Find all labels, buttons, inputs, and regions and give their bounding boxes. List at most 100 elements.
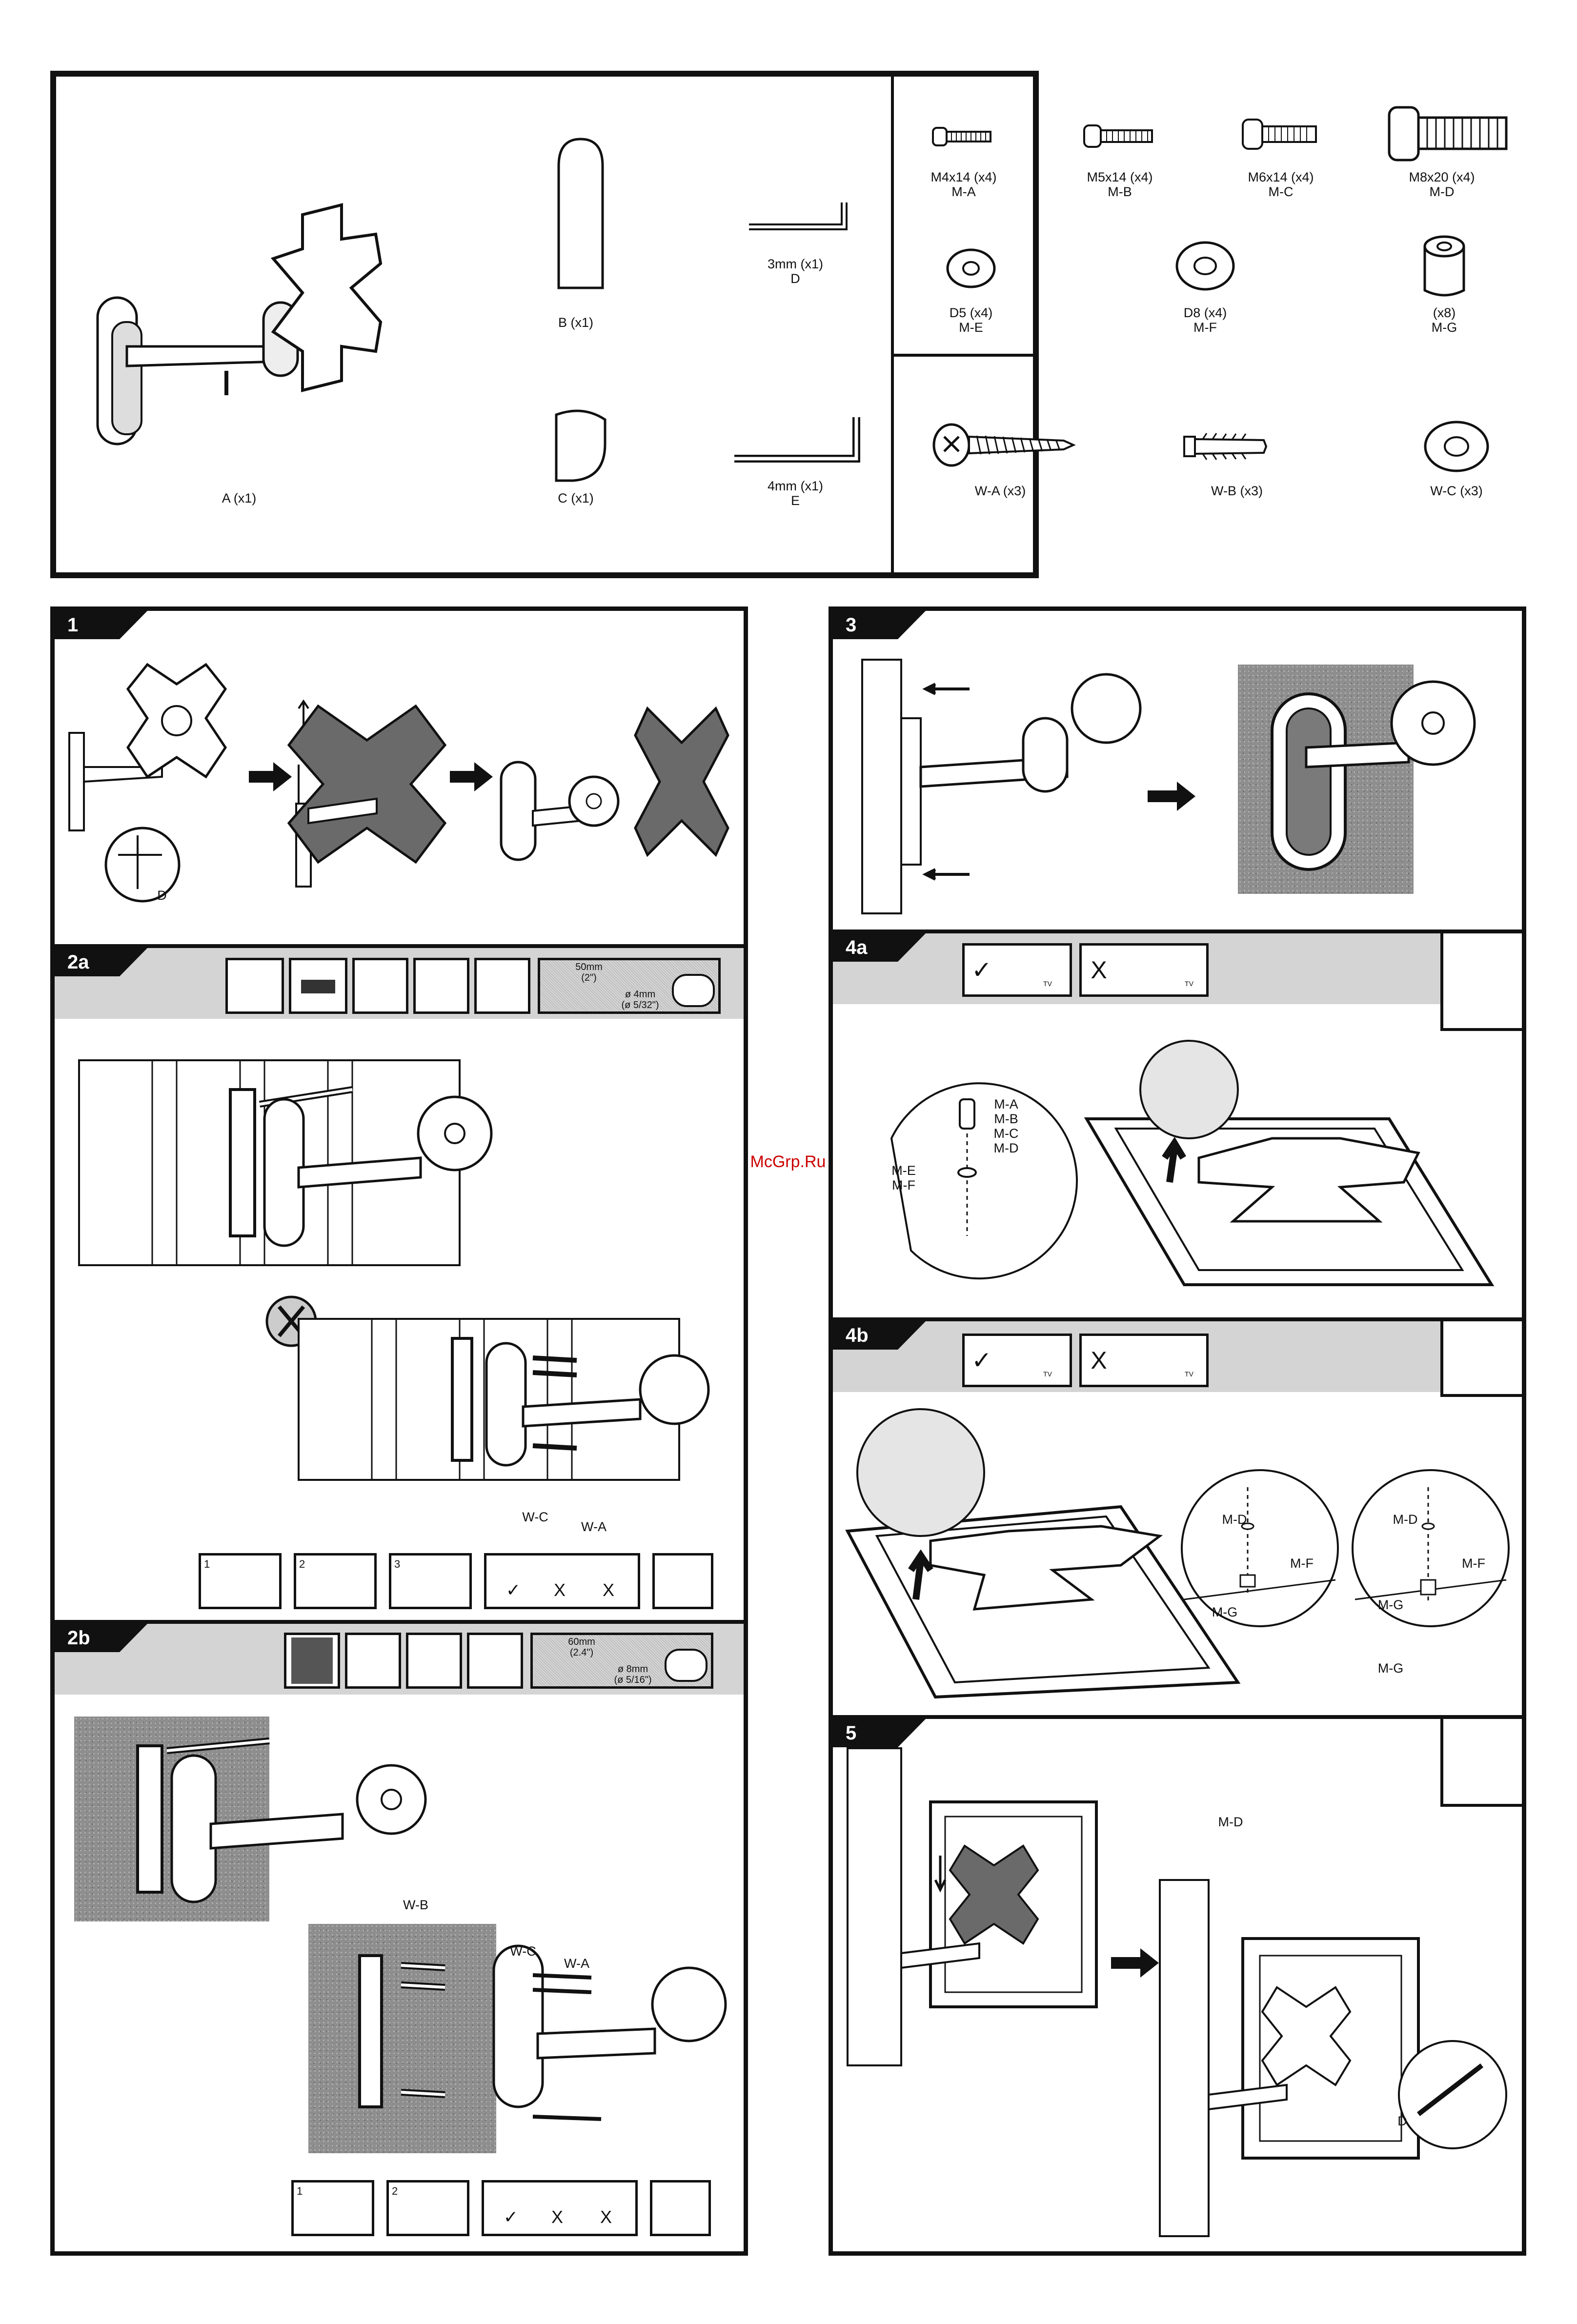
level-bad-mark-2: X — [602, 1580, 614, 1600]
screw-mb-id: M-B — [1108, 184, 1132, 199]
tv-label-2: TV — [1185, 980, 1193, 988]
drill-depth-mm-2: 60mm — [568, 1637, 595, 1647]
screw-mc-drawing — [1242, 119, 1317, 150]
drill-depth-in-2: (2.4") — [569, 1647, 594, 1658]
step-4a-label-ma: M-A — [994, 1097, 1018, 1111]
tv-label: TV — [1043, 980, 1052, 988]
step-2b-level-check: ✓ X X — [482, 2180, 638, 2236]
parts-divider-vertical — [891, 77, 894, 572]
screw-mb-drawing — [1083, 124, 1153, 148]
left-divider-1 — [55, 944, 744, 948]
step-2b-section: 2b 60mm (2.4") ø 8mm (ø 5/16") W-B W-C W… — [55, 1624, 744, 2251]
tv-label-3: TV — [1043, 1370, 1052, 1378]
right-divider-2 — [833, 1317, 1522, 1321]
screw-mc-size: M6x14 (x4) — [1248, 170, 1314, 184]
step-4b-tv-with-plate — [845, 1408, 1241, 1699]
step-2a-sub-1: 1 — [199, 1553, 282, 1609]
wood-screw-wa-label: W-A (x3) — [974, 484, 1026, 498]
screw-ma-drawing — [932, 127, 991, 146]
step-1-section: 1 D — [55, 611, 744, 944]
level-bad-mark-3: X — [551, 2207, 563, 2227]
watermark-text: McGrp.Ru — [750, 1152, 826, 1171]
step-1-bracket-with-plate — [68, 663, 227, 903]
step-4a-screwdriver-icon — [1440, 933, 1522, 1031]
tool-screwdriver-icon-2 — [406, 1633, 462, 1689]
step-2a-sub-3: 3 — [389, 1553, 472, 1609]
step-4b-label-mg-c: M-G — [1377, 1661, 1404, 1676]
correct-mark: ✓ — [971, 956, 992, 984]
screw-md-drawing — [1388, 106, 1508, 162]
drill-bit-mm: ø 4mm — [625, 989, 656, 1000]
step-3-section: 3 — [833, 611, 1522, 930]
step-2b-drill-tighten — [650, 2180, 711, 2236]
tool-screwdriver-icon — [413, 958, 469, 1014]
step-4b-label-mg-a: M-G — [1212, 1605, 1238, 1619]
step-4a-section: 4a ✓ TV X TV M-A M-B M-C M-D M-E M-F — [833, 933, 1522, 1317]
tool-pencil-icon — [352, 958, 408, 1014]
step-3-bracket-side-view — [861, 659, 1142, 914]
left-divider-2 — [55, 1620, 744, 1624]
step-4b-label-mf-a: M-F — [1290, 1556, 1314, 1571]
spacer-mg-size: (x8) — [1433, 305, 1456, 320]
washer-mf-id: M-F — [1193, 320, 1217, 335]
spacer-c-label: C (x1) — [558, 491, 594, 505]
step-4b-number: 4b — [833, 1321, 926, 1350]
spacer-b-drawing — [557, 138, 604, 289]
screw-md-size: M8x20 (x4) — [1409, 170, 1475, 184]
step-4b-label-mg-b: M-G — [1377, 1597, 1404, 1612]
step-1-bracket-with-dark-plate — [287, 699, 447, 888]
drill-depth-diagram-2: 60mm (2.4") ø 8mm (ø 5/16") — [530, 1633, 713, 1689]
step-4b-detail-circle-1 — [1181, 1469, 1339, 1627]
step-1-number: 1 — [55, 611, 147, 639]
washer-mf-size: D8 (x4) — [1183, 305, 1227, 320]
bracket-a-label: A (x1) — [222, 491, 257, 505]
step-4a-label-mf: M-F — [892, 1178, 915, 1192]
step-2a-drill-tighten — [652, 1553, 713, 1609]
tool-stud-finder-icon — [225, 958, 284, 1014]
step-2b-sub-1: 1 — [291, 2180, 374, 2236]
step-5-number: 5 — [833, 1719, 926, 1747]
washer-wc-drawing — [1424, 421, 1489, 472]
step-4b-wrong-method: X TV — [1079, 1334, 1209, 1387]
correct-mark-2: ✓ — [971, 1347, 992, 1374]
level-ok-mark-2: ✓ — [503, 2207, 519, 2227]
hex-key-e-size: 4mm (x1) — [768, 479, 823, 493]
step-1-arrow-1 — [249, 762, 292, 791]
step-4b-label-md-a: M-D — [1222, 1512, 1247, 1527]
right-divider-3 — [833, 1715, 1522, 1719]
drill-bit-mm-2: ø 8mm — [617, 1664, 648, 1675]
spacer-mg-drawing — [1423, 235, 1465, 297]
step-4a-label-mb: M-B — [994, 1111, 1018, 1126]
step-4b-label-md-1: M-D — [1218, 1815, 1243, 1829]
step-5-arrow — [1111, 1948, 1159, 1978]
washer-wc-label: W-C (x3) — [1430, 484, 1483, 498]
hex-key-d-id: D — [790, 271, 800, 286]
wood-screw-wa-drawing — [932, 423, 1076, 467]
tool-drill-icon — [474, 958, 530, 1014]
step-4b-section: 4b ✓ TV X TV M-D — [833, 1321, 1522, 1829]
tv-label-4: TV — [1185, 1370, 1193, 1378]
drill-depth-mm: 50mm — [575, 962, 603, 972]
step-4a-tv-with-plate — [1084, 1040, 1495, 1286]
wall-anchor-wb-label: W-B (x3) — [1211, 484, 1263, 498]
spacer-c-drawing — [555, 409, 607, 482]
step-5-tv-mounted — [1159, 1879, 1507, 2237]
step-4b-label-mf-b: M-F — [1462, 1556, 1485, 1571]
step-5-hex-key-label: D — [1397, 2114, 1407, 2128]
screw-ma-id: M-A — [951, 184, 976, 199]
washer-me-drawing — [946, 248, 996, 288]
step-2b-sub-2: 2 — [386, 2180, 469, 2236]
hex-key-d-size: 3mm (x1) — [768, 257, 823, 271]
drill-bit-in: (ø 5/32") — [621, 1000, 659, 1010]
drill-depth-in: (2") — [581, 972, 597, 983]
tool-pencil-icon-2 — [345, 1633, 401, 1689]
step-2a-stud-wall-mounting — [298, 1318, 710, 1481]
hex-key-e-id: E — [790, 493, 800, 508]
step-4b-correct-method: ✓ TV — [962, 1334, 1072, 1387]
tool-concrete-icon — [284, 1633, 340, 1689]
step-3-arrow — [1148, 782, 1195, 811]
screw-mb-size: M5x14 (x4) — [1087, 170, 1153, 184]
screw-ma-size: M4x14 (x4) — [930, 170, 997, 184]
screw-md-id: M-D — [1429, 184, 1455, 199]
washer-me-id: M-E — [959, 320, 983, 335]
